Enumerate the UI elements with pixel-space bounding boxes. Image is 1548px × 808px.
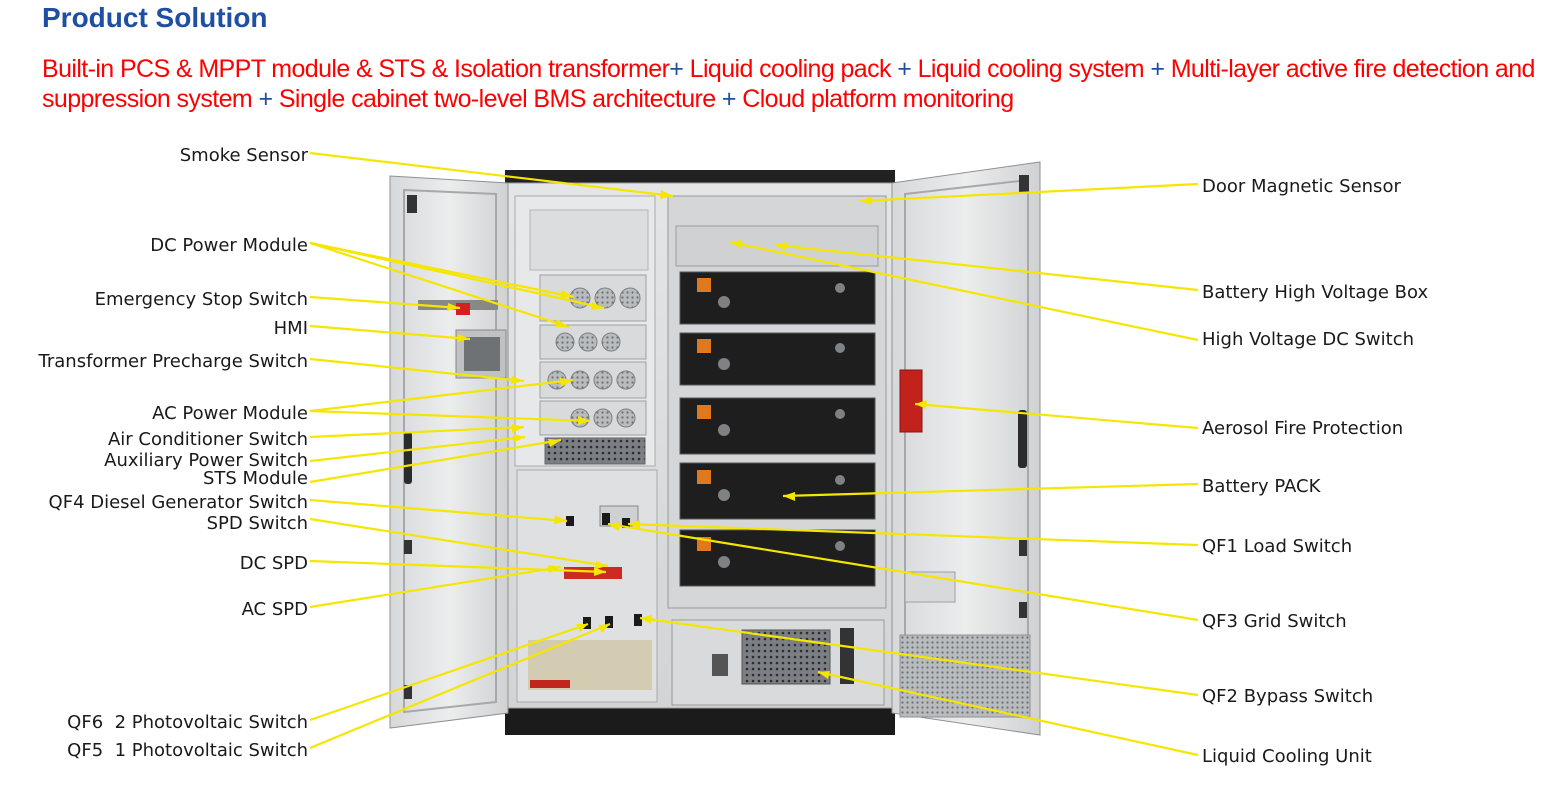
emergency-stop <box>456 303 470 315</box>
label-door-magnetic-sensor: Door Magnetic Sensor <box>1202 176 1401 197</box>
subtitle-plus-separator: + <box>897 55 912 83</box>
subtitle-segment: Liquid cooling system <box>911 55 1151 83</box>
subtitle-segment: Liquid cooling pack <box>683 55 898 83</box>
cabinet-top-rail <box>505 170 895 186</box>
left-door-handle <box>404 432 412 484</box>
right-callout-labels: Door Magnetic Sensor Battery High Voltag… <box>1202 176 1428 767</box>
leader-lines <box>309 151 1199 757</box>
subtitle-segment: Single cabinet two-level BMS architectur… <box>272 85 722 113</box>
label-qf5-photovoltaic-switch: QF5 1 Photovoltaic Switch <box>67 740 308 761</box>
right-door-hinge <box>1019 175 1029 193</box>
label-high-voltage-dc-switch: High Voltage DC Switch <box>1202 329 1414 350</box>
label-dc-spd: DC SPD <box>240 553 308 574</box>
label-spd-switch: SPD Switch <box>207 513 308 534</box>
label-auxiliary-power-switch: Auxiliary Power Switch <box>104 450 308 471</box>
label-qf4-diesel-generator-switch: QF4 Diesel Generator Switch <box>49 492 308 513</box>
right-door-handle <box>1018 410 1027 468</box>
subtitle-plus-separator: + <box>258 85 273 113</box>
module-fans <box>547 287 641 428</box>
label-qf3-grid-switch: QF3 Grid Switch <box>1202 611 1347 632</box>
label-transformer-precharge-switch: Transformer Precharge Switch <box>38 351 309 372</box>
subtitle-segment: Multi-layer active fire detection and su… <box>42 55 1535 113</box>
subtitle-segment: Built-in PCS & MPPT module & STS & Isola… <box>42 55 670 83</box>
subtitle-plus-separator: + <box>721 85 737 113</box>
label-qf2-bypass-switch: QF2 Bypass Switch <box>1202 686 1373 707</box>
cabinet-illustration <box>389 161 1041 736</box>
label-qf6-photovoltaic-switch: QF6 2 Photovoltaic Switch <box>67 712 308 733</box>
label-aerosol-fire-protection: Aerosol Fire Protection <box>1202 418 1403 439</box>
label-ac-power-module: AC Power Module <box>152 403 308 424</box>
label-ac-spd: AC SPD <box>242 599 308 620</box>
sts-module-vent <box>544 437 646 465</box>
label-qf1-load-switch: QF1 Load Switch <box>1202 536 1352 557</box>
label-battery-high-voltage-box: Battery High Voltage Box <box>1202 282 1428 303</box>
label-smoke-sensor: Smoke Sensor <box>180 145 309 166</box>
label-hmi: HMI <box>274 318 308 339</box>
subtitle-plus-separator: + <box>669 55 684 83</box>
label-sts-module: STS Module <box>203 468 308 489</box>
page-subtitle: Built-in PCS & MPPT module & STS & Isola… <box>42 54 1542 114</box>
aerosol-unit <box>899 369 923 433</box>
label-emergency-stop-switch: Emergency Stop Switch <box>95 289 308 310</box>
label-battery-pack: Battery PACK <box>1202 476 1322 497</box>
label-dc-power-module: DC Power Module <box>150 235 308 256</box>
page-title: Product Solution <box>42 2 268 33</box>
subtitle-plus-separator: + <box>1150 55 1165 83</box>
cabinet-plinth <box>505 705 895 735</box>
battery-packs <box>679 271 876 587</box>
leader-arrowheads <box>447 190 927 679</box>
label-liquid-cooling-unit: Liquid Cooling Unit <box>1202 746 1372 767</box>
left-door-hinge <box>407 195 417 213</box>
left-callout-labels: Smoke Sensor DC Power Module Emergency S… <box>38 145 309 761</box>
label-air-conditioner-switch: Air Conditioner Switch <box>108 429 308 450</box>
dc-spd <box>564 567 622 579</box>
subtitle-segment: Cloud platform monitoring <box>735 85 1014 113</box>
